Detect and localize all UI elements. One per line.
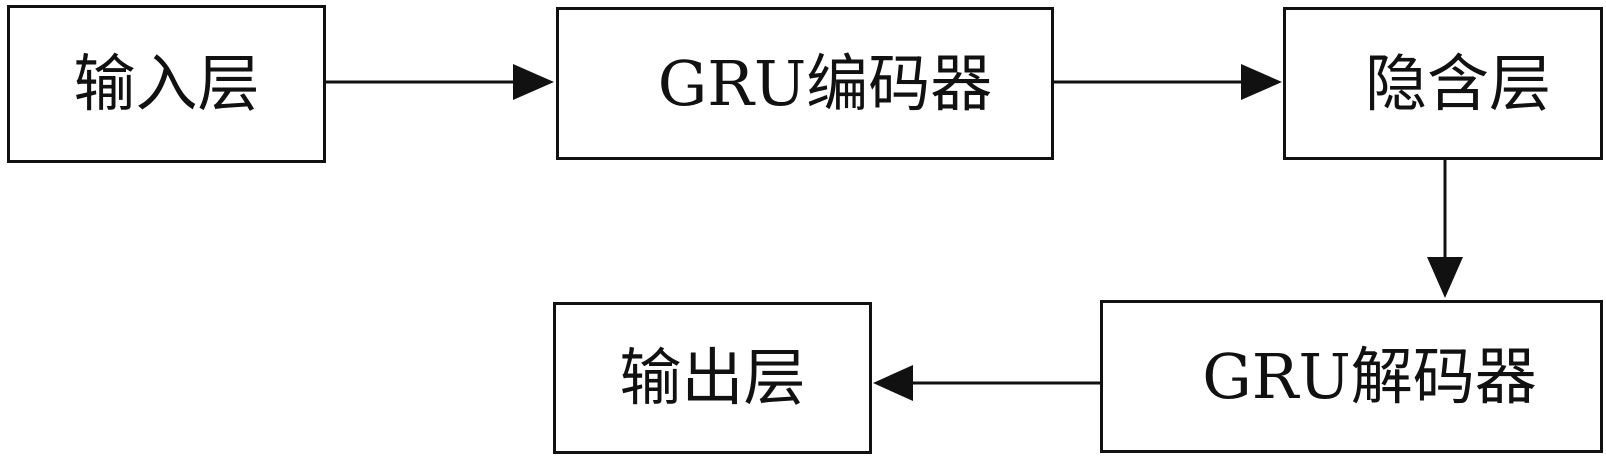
input-layer-label: 输入层 — [73, 47, 260, 120]
hidden-layer-label: 隐含层 — [1364, 46, 1551, 120]
edge-hidden-to-decoder-arrowhead — [1427, 257, 1463, 298]
hidden-layer-box: 隐含层 — [1283, 7, 1603, 160]
gru-encoder-label: GRU编码器 — [657, 46, 993, 120]
edge-decoder-to-output-arrowhead — [873, 365, 913, 401]
edge-input-to-encoder-arrowhead — [513, 64, 554, 100]
gru-decoder-box: GRU解码器 — [1100, 300, 1603, 453]
input-layer-box: 输入层 — [7, 5, 326, 163]
output-layer-box: 输出层 — [553, 302, 872, 454]
edge-encoder-to-hidden-arrowhead — [1241, 64, 1282, 100]
output-layer-label: 输出层 — [619, 341, 806, 414]
gru-encoder-box: GRU编码器 — [556, 7, 1054, 160]
gru-decoder-label: GRU解码器 — [1202, 339, 1537, 413]
